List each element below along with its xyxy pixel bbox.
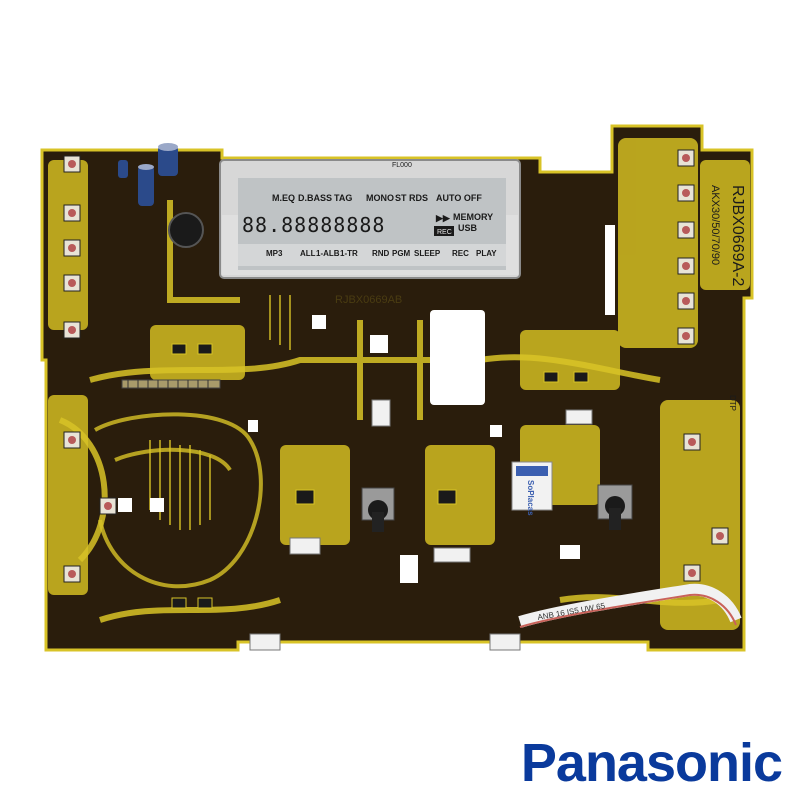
vfd-top-row-1: D.BASS xyxy=(298,193,332,203)
vfd-bottom-row-2: 1-ALB xyxy=(316,249,340,258)
vfd-top-row-2: TAG xyxy=(334,193,352,203)
panasonic-logo: Panasonic xyxy=(520,733,783,793)
vfd-bottom-row-1: ALL xyxy=(300,249,316,258)
white-connectors xyxy=(249,399,593,651)
vfd-bottom-row-4: RND xyxy=(372,249,390,258)
capacitors xyxy=(118,143,204,248)
vfd-memory: MEMORY xyxy=(453,212,493,222)
vfd-display xyxy=(219,159,521,279)
vfd-rec: REC xyxy=(437,229,452,236)
vfd-bottom-row-7: REC xyxy=(452,249,469,258)
board-cutouts xyxy=(118,225,615,583)
vfd-top-row-6: AUTO OFF xyxy=(436,193,482,203)
silk-fl-label: FL000 xyxy=(392,162,412,169)
ribbon-cable xyxy=(518,583,742,628)
vfd-bottom-row-6: SLEEP xyxy=(414,249,441,258)
vfd-bottom-row-0: MP3 xyxy=(266,249,283,258)
tact-switches xyxy=(63,149,729,583)
sticker-text: SoPlacas xyxy=(526,480,535,516)
ribbon-pins xyxy=(127,380,209,388)
silk-model-list: AKX30/50/70/90 xyxy=(709,185,721,265)
silk-dtp: DTP xyxy=(728,395,737,411)
vfd-arrows: ▶▶ xyxy=(435,213,451,223)
small-components xyxy=(171,343,589,609)
vfd-bottom-row-8: PLAY xyxy=(476,249,497,258)
vfd-rec-box xyxy=(434,226,454,236)
vfd-usb: USB xyxy=(458,223,478,233)
rotary-encoder-left xyxy=(361,487,395,532)
vfd-top-row-3: MONO xyxy=(366,193,394,203)
vfd-top-row-0: M.EQ xyxy=(272,193,295,203)
vfd-top-row-5: RDS xyxy=(409,193,428,203)
silk-board-part: RJBX0669A-2 xyxy=(729,185,746,286)
vfd-bottom-row-3: 1-TR xyxy=(340,249,358,258)
soplacas-sticker: SoPlacas xyxy=(511,461,553,516)
ribbon-connector xyxy=(121,379,221,389)
silk-board-code: RJBX0669AB xyxy=(335,294,402,306)
ribbon-cable-edge xyxy=(519,593,737,628)
vfd-segment-digits: 88.88888888 xyxy=(242,213,385,237)
vfd-top-row-4: ST xyxy=(395,193,407,203)
vfd-bottom-row-5: PGM xyxy=(392,249,411,258)
rotary-encoder-right xyxy=(597,484,633,530)
